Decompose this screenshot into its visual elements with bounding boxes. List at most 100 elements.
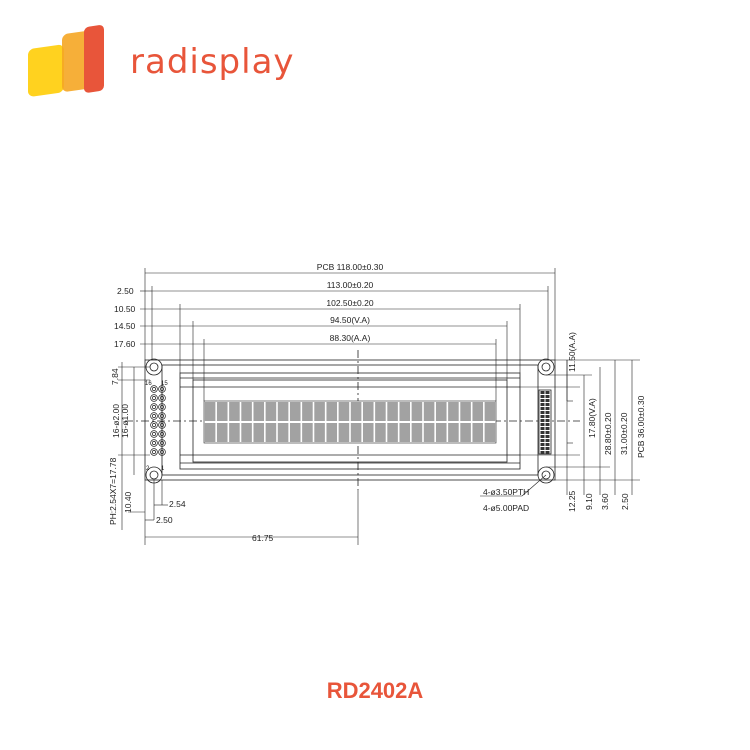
connector-cell bbox=[545, 391, 550, 394]
connector-cell bbox=[540, 447, 545, 450]
character-cell bbox=[241, 423, 252, 442]
dim-right-3-60: 3.60 bbox=[600, 493, 610, 510]
connector-cell bbox=[540, 407, 545, 410]
dim-pin-header: PH:2.54X7=17.78 bbox=[108, 457, 118, 525]
connector-cell bbox=[545, 451, 550, 454]
character-cell bbox=[399, 402, 411, 421]
pin-label-2: 2 bbox=[146, 466, 150, 472]
character-cell bbox=[423, 423, 435, 442]
pin-pad bbox=[158, 430, 166, 438]
pin-pad bbox=[158, 412, 166, 420]
dim-bottom-10-40: 10.40 bbox=[123, 491, 133, 513]
connector-cell bbox=[545, 423, 550, 426]
character-cell bbox=[229, 423, 240, 442]
character-cell bbox=[277, 423, 289, 442]
character-cell bbox=[277, 402, 289, 421]
dim-right-2-50: 2.50 bbox=[620, 493, 630, 510]
connector-cell bbox=[545, 415, 550, 418]
connector-cell bbox=[540, 431, 545, 434]
character-cell bbox=[265, 423, 277, 442]
dim-left-10-50: 10.50 bbox=[114, 304, 136, 314]
connector-cell bbox=[540, 427, 545, 430]
connector-cell bbox=[540, 443, 545, 446]
character-cell bbox=[204, 423, 216, 442]
character-cell bbox=[387, 402, 398, 421]
pin-pad bbox=[158, 385, 166, 393]
brand-logo bbox=[22, 24, 362, 114]
pin-pad bbox=[150, 412, 158, 420]
character-cell bbox=[350, 423, 362, 442]
dim-bezel-width: 113.00±0.20 bbox=[327, 280, 374, 290]
pin-label-15: 15 bbox=[161, 381, 168, 387]
pin-pad bbox=[150, 385, 158, 393]
character-cell bbox=[399, 423, 411, 442]
connector-cell bbox=[540, 439, 545, 442]
pin-pad bbox=[150, 421, 158, 429]
dim-pcb-width: PCB 118.00±0.30 bbox=[317, 262, 384, 272]
product-model: RD2402A bbox=[326, 678, 424, 703]
character-cell bbox=[204, 402, 216, 421]
connector-cell bbox=[540, 423, 545, 426]
character-cell bbox=[350, 402, 362, 421]
connector-cell bbox=[545, 431, 550, 434]
pin-pad bbox=[158, 421, 166, 429]
character-cell bbox=[423, 402, 435, 421]
character-cell bbox=[253, 423, 265, 442]
dimension-lines bbox=[118, 268, 640, 545]
pin-pad bbox=[150, 439, 158, 447]
dim-aa-height: 11.50(A.A) bbox=[567, 332, 577, 372]
character-cell bbox=[460, 402, 471, 421]
character-cell bbox=[362, 402, 374, 421]
pin-pad bbox=[150, 448, 158, 456]
connector-cell bbox=[545, 399, 550, 402]
character-cell bbox=[302, 423, 313, 442]
connector-cell bbox=[540, 419, 545, 422]
connector-cell bbox=[545, 407, 550, 410]
dim-center-offset: 61.75 bbox=[252, 533, 274, 543]
pin-pad bbox=[150, 403, 158, 411]
character-cell bbox=[387, 423, 398, 442]
mount-hole-tr bbox=[537, 358, 555, 376]
character-cell bbox=[362, 423, 374, 442]
pin-pad bbox=[158, 403, 166, 411]
dim-left-17-60: 17.60 bbox=[114, 339, 136, 349]
dim-bottom-2-50: 2.50 bbox=[156, 515, 173, 525]
pin-pad bbox=[150, 394, 158, 402]
character-cell bbox=[435, 402, 447, 421]
character-cell bbox=[484, 423, 496, 442]
pin-pad bbox=[158, 448, 166, 456]
character-cell bbox=[265, 402, 277, 421]
connector-cell bbox=[545, 411, 550, 414]
character-cell bbox=[484, 402, 496, 421]
connector-cell bbox=[540, 391, 545, 394]
character-cell bbox=[472, 423, 484, 442]
connector-cell bbox=[545, 443, 550, 446]
character-cell bbox=[253, 402, 265, 421]
dim-bezel-height: 28.80±0.20 bbox=[603, 412, 613, 455]
character-cell bbox=[289, 402, 301, 421]
connector-cell bbox=[540, 451, 545, 454]
pcb-outline bbox=[144, 359, 556, 481]
dim-left-2-50: 2.50 bbox=[117, 286, 134, 296]
character-cell bbox=[314, 423, 325, 442]
character-cell bbox=[289, 423, 301, 442]
connector-cell bbox=[545, 403, 550, 406]
character-cell bbox=[448, 402, 459, 421]
pin-label-1: 1 bbox=[161, 466, 165, 472]
dim-view-width: 102.50±0.20 bbox=[326, 298, 373, 308]
connector-cell bbox=[540, 415, 545, 418]
character-cell bbox=[375, 402, 386, 421]
pin-pad bbox=[150, 430, 158, 438]
connector-cell bbox=[545, 395, 550, 398]
character-cell bbox=[375, 423, 386, 442]
connector-cell bbox=[545, 447, 550, 450]
character-cell bbox=[411, 402, 423, 421]
pin-label-16: 16 bbox=[145, 381, 152, 387]
dim-right-9-10: 9.10 bbox=[584, 493, 594, 510]
character-cell bbox=[338, 402, 350, 421]
dim-va-width: 94.50(V.A) bbox=[330, 315, 370, 325]
character-cell bbox=[338, 423, 350, 442]
connector-cell bbox=[540, 435, 545, 438]
dim-pth-holes: 4-ø3.50PTH bbox=[483, 487, 529, 497]
